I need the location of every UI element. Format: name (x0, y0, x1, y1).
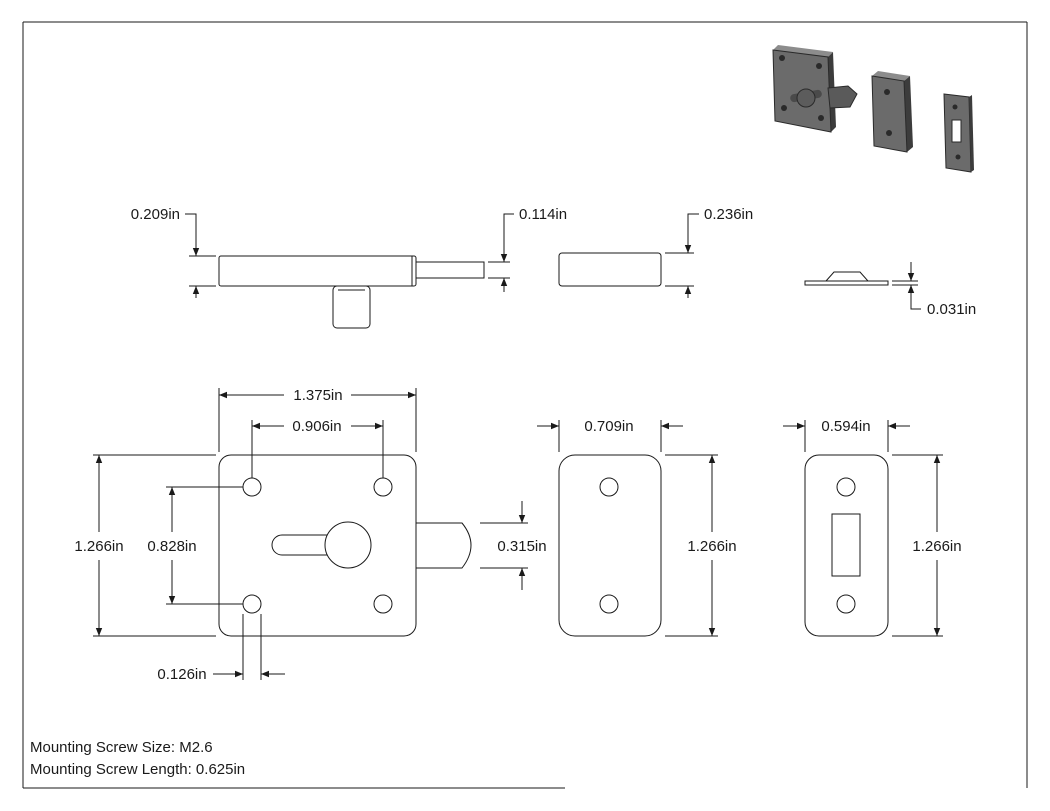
label-0.209: 0.209in (131, 206, 180, 223)
isometric-view (772, 45, 974, 173)
dim-0.315 (480, 501, 528, 590)
keeper-side-view (558, 252, 662, 287)
dim-1.266-latch (93, 454, 216, 637)
latch-hole-bottom-left (242, 594, 262, 614)
mounting-screw-size-note: Mounting Screw Size: M2.6 (30, 739, 213, 756)
mounting-screw-length-note: Mounting Screw Length: 0.625in (30, 761, 246, 778)
latch-side-view (218, 255, 485, 329)
label-1.375: 1.375in (293, 387, 342, 404)
latch-hole-top-left (242, 477, 262, 497)
label-0.906: 0.906in (292, 418, 341, 435)
dim-1.266-keeper (665, 454, 718, 637)
label-0.315: 0.315in (497, 538, 546, 555)
dim-0.828 (166, 486, 243, 605)
label-1.266-keeper: 1.266in (687, 538, 736, 555)
label-0.709: 0.709in (584, 418, 633, 435)
label-0.031: 0.031in (927, 301, 976, 318)
dim-0.209 (185, 213, 216, 298)
label-1.266-strike: 1.266in (912, 538, 961, 555)
strike-plate-front-view (804, 454, 889, 637)
iso-strike-plate (943, 93, 974, 173)
drawing-border (22, 21, 1028, 789)
iso-keeper (871, 71, 913, 153)
dim-1.266-strike (892, 454, 943, 637)
latch-hole-bottom-right (373, 594, 393, 614)
dim-0.594 (783, 420, 910, 452)
dim-1.375 (218, 388, 417, 452)
keeper-front-view (558, 454, 662, 637)
dim-0.709 (537, 420, 683, 452)
dim-0.906 (251, 420, 384, 478)
dim-0.126 (213, 614, 285, 680)
label-0.126: 0.126in (157, 666, 206, 683)
dim-0.031 (892, 262, 921, 310)
label-0.594: 0.594in (821, 418, 870, 435)
label-1.266-latch: 1.266in (74, 538, 123, 555)
dim-0.236 (665, 213, 699, 298)
iso-latch (772, 45, 858, 133)
strike-plate-side-view (804, 271, 889, 286)
dim-0.114 (488, 213, 514, 292)
label-0.828: 0.828in (147, 538, 196, 555)
latch-front-view (218, 454, 472, 637)
label-0.236: 0.236in (704, 206, 753, 223)
latch-hole-top-right (373, 477, 393, 497)
label-0.114: 0.114in (519, 206, 567, 223)
